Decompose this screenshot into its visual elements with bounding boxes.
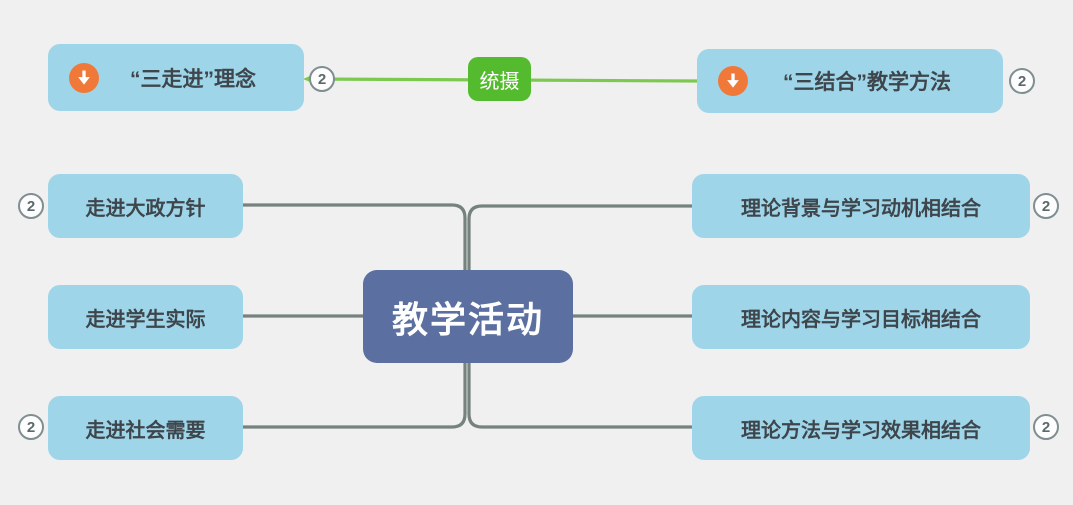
- subtopic-right-2[interactable]: 理论内容与学习目标相结合: [692, 285, 1030, 349]
- subtopic-right-1-label: 理论背景与学习动机相结合: [741, 197, 981, 220]
- count-badge-floating-left[interactable]: 2: [309, 66, 335, 92]
- count-badge-right-3[interactable]: 2: [1033, 414, 1059, 440]
- down-arrow-marker-icon[interactable]: [69, 62, 99, 93]
- branch-connectors: [241, 203, 694, 429]
- subtopic-left-2[interactable]: 走进学生实际: [48, 285, 243, 349]
- subtopic-left-1[interactable]: 走进大政方针: [48, 174, 243, 238]
- relationship-label[interactable]: 统摄: [468, 57, 531, 101]
- count-badge-left-1[interactable]: 2: [18, 193, 44, 219]
- subtopic-right-3[interactable]: 理论方法与学习效果相结合: [692, 396, 1030, 460]
- central-topic-label: 教学活动: [391, 298, 544, 340]
- subtopic-right-2-label: 理论内容与学习目标相结合: [741, 308, 981, 331]
- down-arrow-marker-icon[interactable]: [718, 66, 748, 96]
- subtopic-left-1-label: 走进大政方针: [85, 197, 206, 220]
- floating-topic-left[interactable]: “三走进”理念: [48, 44, 304, 111]
- subtopic-left-3[interactable]: 走进社会需要: [48, 396, 243, 460]
- subtopic-right-1[interactable]: 理论背景与学习动机相结合: [692, 174, 1030, 238]
- count-badge-left-3[interactable]: 2: [18, 414, 44, 440]
- floating-topic-left-label: “三走进”理念: [130, 67, 256, 91]
- subtopic-left-2-label: 走进学生实际: [85, 308, 206, 331]
- count-badge-right-1[interactable]: 2: [1033, 193, 1059, 219]
- central-topic[interactable]: 教学活动: [363, 270, 573, 363]
- floating-topic-right-label: “三结合”教学方法: [783, 71, 951, 94]
- subtopic-right-3-label: 理论方法与学习效果相结合: [741, 419, 981, 442]
- count-badge-floating-right[interactable]: 2: [1009, 68, 1035, 94]
- subtopic-left-3-label: 走进社会需要: [85, 419, 206, 442]
- floating-topic-right[interactable]: “三结合”教学方法: [697, 49, 1003, 113]
